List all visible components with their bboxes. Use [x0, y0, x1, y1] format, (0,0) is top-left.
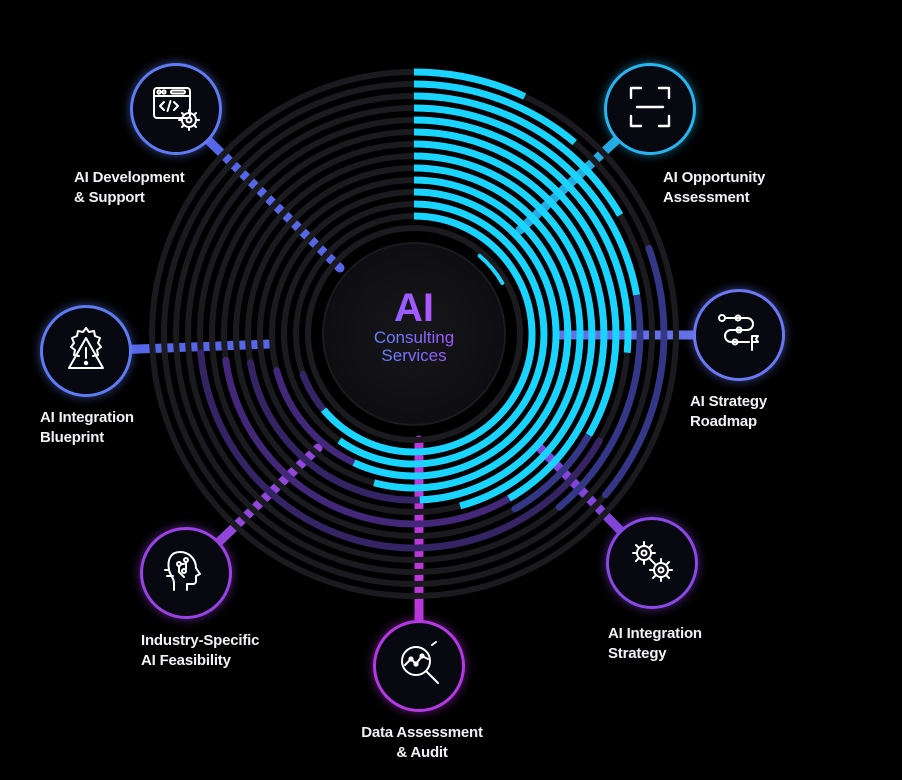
center-title: AI [324, 287, 504, 329]
service-node-ai-opportunity[interactable] [604, 63, 696, 155]
gears-icon [625, 534, 679, 593]
scan-frame-icon [623, 80, 677, 139]
cyan-arc [413, 80, 577, 146]
service-label-industry-feasibility: Industry-Specific AI Feasibility [141, 632, 260, 669]
service-label-ai-strategy-roadmap: AI Strategy Roadmap [690, 393, 767, 430]
cyan-arc [337, 200, 548, 468]
code-gear-icon [149, 80, 203, 139]
center-label: AI Consulting Services [324, 287, 504, 365]
ai-head-icon [159, 544, 213, 603]
cyan-accent-arc [477, 253, 505, 285]
service-node-ai-development[interactable] [130, 63, 222, 155]
cyan-arc [413, 116, 632, 354]
cyan-arc [352, 188, 560, 480]
center-subtitle-line2: Services [324, 347, 504, 365]
cyan-progress-arcs [320, 68, 641, 510]
service-label-data-assessment: Data Assessment & Audit [361, 724, 483, 761]
service-node-ai-strategy-roadmap[interactable] [693, 289, 785, 381]
service-node-ai-integration-strategy[interactable] [606, 517, 698, 609]
cyan-arc [320, 212, 536, 456]
cyan-arc [373, 176, 572, 492]
service-node-industry-feasibility[interactable] [140, 527, 232, 619]
glow-arc [555, 291, 644, 511]
glow-arc [602, 245, 668, 499]
cyan-arc [413, 128, 620, 437]
service-node-data-assessment[interactable] [373, 620, 465, 712]
roadmap-path-icon [712, 306, 766, 365]
cyan-arc [413, 104, 641, 296]
cyan-arc [413, 140, 608, 502]
glow-arc [197, 349, 603, 552]
magnifier-chart-icon [392, 637, 446, 696]
cyan-arc [413, 164, 584, 504]
service-label-ai-integration-blueprint: AI Integration Blueprint [40, 409, 134, 446]
service-label-ai-development: AI Development & Support [74, 169, 185, 206]
service-node-ai-integration-blueprint[interactable] [40, 305, 132, 397]
service-label-ai-opportunity: AI Opportunity Assessment [663, 169, 766, 206]
center-subtitle-line1: Consulting [324, 329, 504, 347]
center-core [322, 242, 506, 426]
cyan-arc [413, 92, 624, 217]
cyan-arc [413, 152, 596, 510]
warning-gear-icon [59, 322, 113, 381]
service-label-ai-integration-strategy: AI Integration Strategy [608, 625, 702, 662]
dark-ring [305, 225, 523, 443]
cyan-arc [413, 68, 527, 100]
